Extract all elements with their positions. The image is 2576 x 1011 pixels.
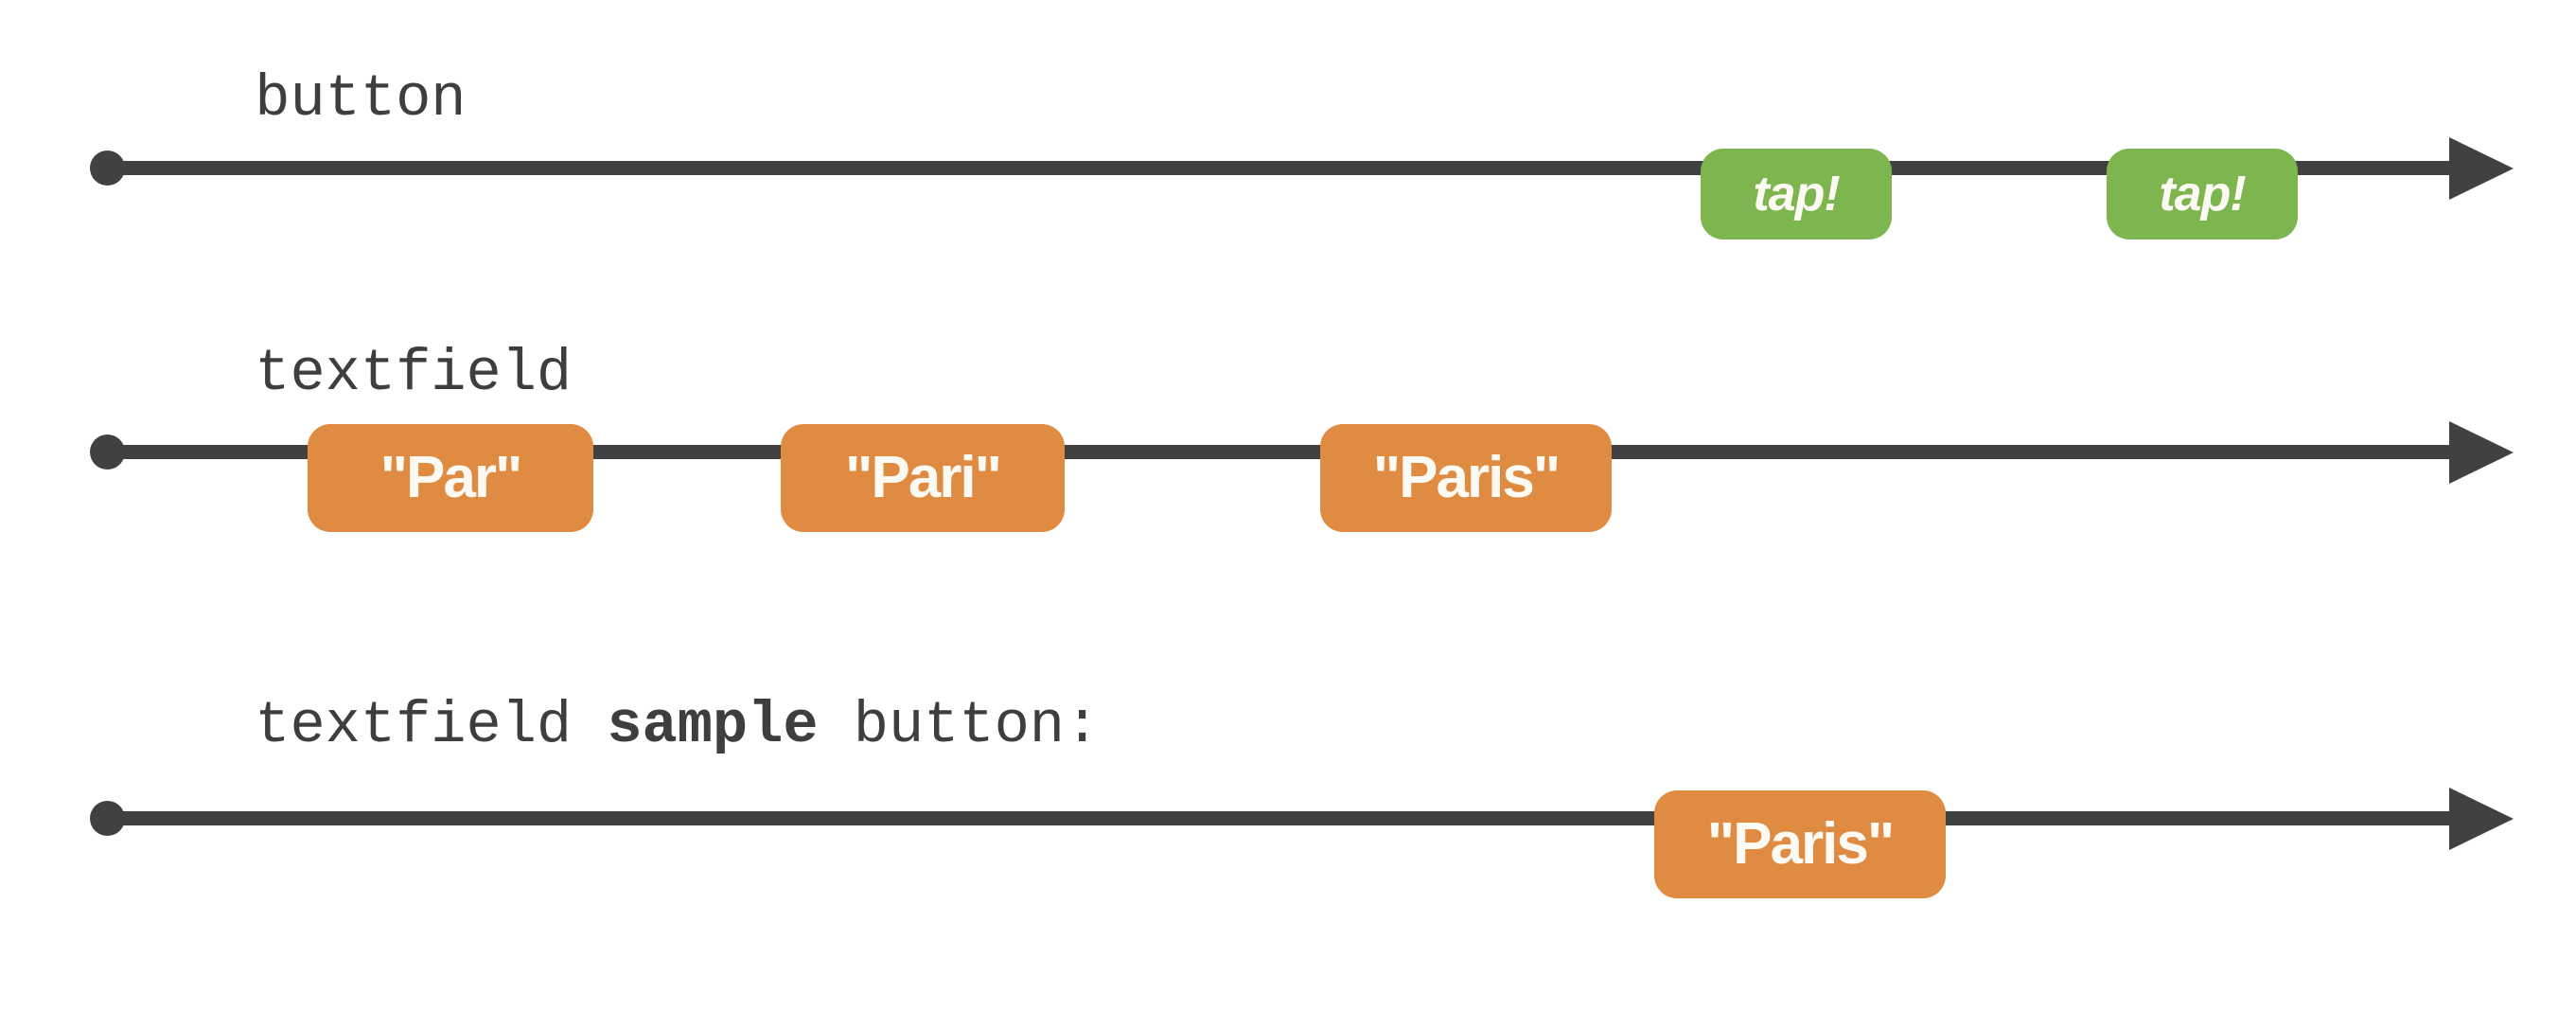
row-label-prefix: textfield [255,340,573,407]
timeline-axis-sample: "Paris" [0,786,2576,898]
event-badge-paris[interactable]: "Paris" [1654,790,1946,898]
timeline-line [106,161,2453,175]
row-label-prefix: textfield [255,692,608,759]
timeline-line [106,811,2453,825]
row-label-bold: sample [607,692,819,759]
event-badge-par[interactable]: "Par" [308,424,593,532]
arrow-right-icon [2449,137,2514,200]
event-badge-paris[interactable]: "Paris" [1320,424,1612,532]
row-label-prefix: button [255,65,467,133]
event-badge-tap-2[interactable]: tap! [2107,149,2298,239]
arrow-right-icon [2449,788,2514,850]
timeline-axis-textfield: "Par" "Pari" "Paris" [0,419,2576,532]
row-label-suffix: button: [818,692,1101,759]
event-badge-pari[interactable]: "Pari" [781,424,1065,532]
row-label-button: button [44,11,467,187]
row-label-textfield-sample-button: textfield sample button: [44,638,1100,814]
arrow-right-icon [2449,421,2514,484]
timeline-line [106,445,2453,459]
timeline-axis-button: tap! tap! [0,135,2576,239]
row-label-textfield: textfield [44,286,572,462]
event-badge-tap-1[interactable]: tap! [1701,149,1892,239]
